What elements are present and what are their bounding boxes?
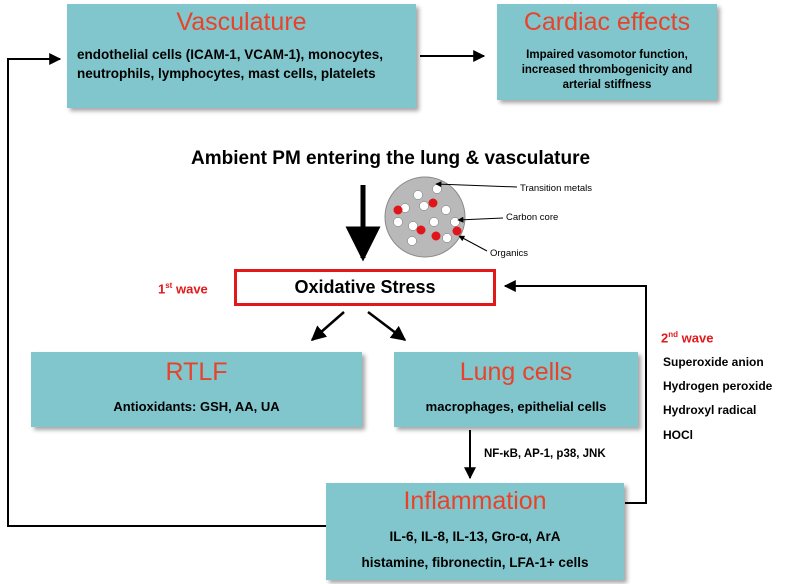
- pointer-carbon-core: [457, 216, 504, 223]
- arrow-oxidative-to-lung-cells: [367, 311, 407, 341]
- rtlf-title: RTLF: [165, 358, 228, 386]
- cardiac-effects-title: Cardiac effects: [523, 8, 691, 36]
- second-wave-label: 2nd wave: [661, 330, 714, 346]
- pointer-organics: [458, 235, 488, 252]
- particle-sphere: [384, 176, 466, 258]
- particle-red-dots: [393, 198, 462, 241]
- arrow-second-wave-loop: [503, 280, 647, 504]
- ambient-pm-heading: Ambient PM entering the lung & vasculatu…: [191, 148, 591, 169]
- second-wave-item: Hydroxyl radical: [663, 403, 757, 417]
- particle-illustration: [384, 176, 518, 258]
- arrow-inflammation-to-vasculature: [7, 53, 326, 527]
- vasculature-body: endothelial cells (ICAM-1, VCAM-1), mono…: [77, 47, 384, 81]
- lung-cells-body: macrophages, epithelial cells: [425, 399, 607, 414]
- oxidative-stress-label: Oxidative Stress: [294, 277, 436, 297]
- label-carbon-core: Carbon core: [506, 212, 559, 223]
- first-wave-label: 1st wave: [158, 281, 208, 297]
- oxidative-stress-box: Oxidative Stress: [234, 269, 496, 306]
- vasculature-box: Vasculature endothelial cells (ICAM-1, V…: [67, 4, 416, 108]
- lung-cells-box: Lung cells macrophages, epithelial cells: [394, 352, 638, 427]
- lung-cells-title: Lung cells: [459, 358, 573, 386]
- cardiac-effects-body: Impaired vasomotor function, increased t…: [521, 49, 693, 91]
- second-wave-item: Superoxide anion: [663, 355, 764, 369]
- rtlf-body: Antioxidants: GSH, AA, UA: [113, 399, 280, 414]
- rtlf-box: RTLF Antioxidants: GSH, AA, UA: [31, 352, 362, 427]
- second-wave-item: Hydrogen peroxide: [663, 379, 773, 393]
- cardiac-effects-box: Cardiac effects Impaired vasomotor funct…: [497, 4, 717, 100]
- pathway-label: NF-κB, AP-1, p38, JNK: [484, 448, 606, 460]
- second-wave-item: HOCl: [663, 428, 693, 442]
- label-transition-metals: Transition metals: [520, 183, 592, 194]
- inflammation-line-1: IL-6, IL-8, IL-13, Gro-α, ArA: [389, 529, 561, 544]
- label-organics: Organics: [490, 248, 529, 259]
- arrow-oxidative-to-rtlf: [310, 311, 345, 341]
- vasculature-title: Vasculature: [176, 8, 307, 36]
- pointer-transition-metals: [435, 181, 518, 188]
- inflammation-title: Inflammation: [403, 487, 547, 515]
- inflammation-line-2: histamine, fibronectin, LFA-1+ cells: [361, 555, 589, 570]
- inflammation-box: Inflammation IL-6, IL-8, IL-13, Gro-α, A…: [326, 483, 624, 580]
